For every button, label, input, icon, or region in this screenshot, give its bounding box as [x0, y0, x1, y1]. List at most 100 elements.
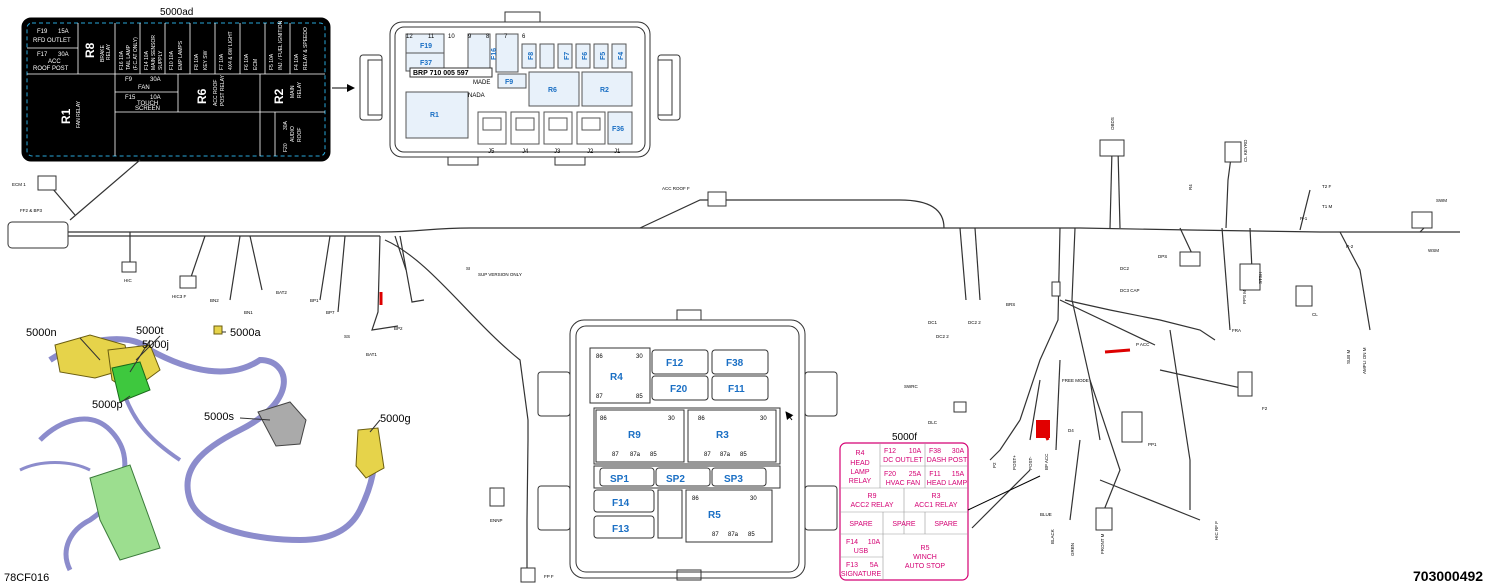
svg-text:T1 M: T1 M: [1322, 204, 1333, 209]
tb-brp: BRP 710 005 597: [413, 70, 469, 77]
lbl-fan: FAN: [138, 85, 150, 91]
svg-text:F38: F38: [929, 448, 941, 455]
lbl-f17-n2: ROOF POST: [33, 66, 69, 72]
svg-text:86: 86: [692, 496, 699, 502]
svg-text:30: 30: [668, 416, 675, 422]
lbl-f9: F9: [125, 77, 133, 83]
tb-f9: F9: [505, 79, 513, 86]
tb-f37: F37: [420, 60, 432, 67]
harness-wires: [51, 149, 1460, 574]
svg-text:HEAD LAMP: HEAD LAMP: [927, 480, 968, 487]
tb-n11: 11: [428, 34, 435, 40]
callout-5000n: 5000n: [26, 327, 57, 339]
lbl-f20-n1: AUDIO: [290, 126, 296, 142]
svg-text:BRS: BRS: [1006, 302, 1015, 307]
svg-text:87a: 87a: [720, 452, 731, 458]
col-3b: EMP LAMPS: [178, 40, 184, 70]
lbl-r6-n1: ACC ROOF: [213, 80, 219, 106]
bottom-box-labels: R4 F12 F20 F38 F11 R9 R3 SP1 SP2 SP3 F14…: [610, 358, 745, 535]
lbl-f20-amp: 30A: [283, 120, 289, 130]
tb-f4: F4: [618, 52, 625, 60]
svg-text:F13: F13: [846, 562, 858, 569]
svg-text:87a: 87a: [630, 452, 641, 458]
svg-text:AUTO STOP: AUTO STOP: [905, 563, 946, 570]
callout-5000j: 5000j: [142, 339, 169, 351]
svg-text:GRBN: GRBN: [1070, 543, 1075, 556]
tb-f16: F16: [491, 48, 498, 60]
svg-text:FREE MODE: FREE MODE: [1062, 378, 1089, 383]
svg-text:FRONT M: FRONT M: [1100, 533, 1105, 554]
legend-pointer: [967, 475, 1041, 511]
tb-f8: F8: [528, 52, 535, 60]
svg-text:30: 30: [636, 354, 643, 360]
svg-text:ACC2 RELAY: ACC2 RELAY: [850, 502, 893, 509]
callout-5000s: 5000s: [204, 411, 234, 423]
svg-text:DLC: DLC: [928, 420, 938, 425]
lbl-r2-n1: MAIN: [290, 85, 296, 98]
col-7a: F5 10A: [269, 53, 275, 70]
col-5a: F7 10A: [219, 53, 225, 70]
svg-text:25A: 25A: [909, 471, 922, 478]
col-5b: 4X4 & 6W LIGHT: [228, 31, 234, 70]
svg-text:RELAY: RELAY: [849, 478, 872, 485]
svg-text:F20: F20: [884, 471, 896, 478]
col-3a: F10 10A: [169, 50, 175, 70]
svg-text:87: 87: [712, 532, 719, 538]
lbl-f20-n2: ROOF: [297, 128, 303, 142]
svg-text:SPARE: SPARE: [892, 521, 916, 528]
lbl-r1-name: FAN RELAY: [76, 100, 82, 128]
bottom-fuse-box: [537, 309, 838, 581]
bb-r3: R3: [716, 430, 729, 441]
svg-text:F14: F14: [846, 539, 858, 546]
svg-text:P ACC: P ACC: [1136, 342, 1150, 347]
svg-text:DC OUTLET: DC OUTLET: [883, 457, 923, 464]
svg-text:SUB M: SUB M: [1346, 349, 1351, 364]
tb-r1: R1: [430, 112, 439, 119]
bb-f38: F38: [726, 358, 744, 369]
svg-text:85: 85: [650, 452, 657, 458]
svg-text:10A: 10A: [909, 448, 922, 455]
top-fuse-box: [359, 11, 681, 166]
tb-nada: NADA: [468, 93, 485, 99]
callout-5000g: 5000g: [380, 413, 411, 425]
bb-f11: F11: [728, 384, 745, 395]
svg-text:85: 85: [748, 532, 755, 538]
svg-text:FP F: FP F: [544, 574, 554, 579]
col-4b: KEY SW: [203, 50, 209, 70]
col-6b: ECM: [253, 59, 259, 70]
svg-text:SWM: SWM: [1436, 198, 1447, 203]
col-7b: INJ. / FUEL IGNITION: [278, 20, 284, 70]
svg-text:OBDS: OBDS: [1110, 117, 1115, 130]
svg-text:10A: 10A: [868, 539, 881, 546]
svg-text:HIC3 F: HIC3 F: [172, 294, 187, 299]
bb-f12: F12: [666, 358, 684, 369]
tb-f36: F36: [612, 126, 624, 133]
lbl-f17: F17: [37, 52, 48, 58]
svg-text:ECM 1: ECM 1: [12, 182, 26, 187]
svg-text:SWRC: SWRC: [904, 384, 918, 389]
lbl-f19-amp: 15A: [58, 29, 69, 35]
fuse-legend-table: 5000f R4 HEAD LAMP RELAY F12 10A DC OUTL…: [839, 432, 969, 581]
svg-text:CL: CL: [1312, 312, 1318, 317]
svg-text:SI: SI: [466, 266, 470, 271]
lbl-f17-n1: ACC: [48, 59, 61, 65]
svg-text:P2: P2: [992, 462, 997, 468]
tb-f7: F7: [564, 52, 571, 60]
svg-text:DC2: DC2: [1120, 266, 1129, 271]
lbl-r8: R8: [83, 42, 97, 58]
svg-text:POST+: POST+: [1012, 455, 1017, 470]
svg-text:BLUE: BLUE: [1040, 512, 1052, 517]
svg-text:FF2 & BP3: FF2 & BP3: [20, 208, 43, 213]
svg-text:HIC: HIC: [124, 278, 133, 283]
svg-text:5A: 5A: [870, 562, 879, 569]
bb-r4: R4: [610, 372, 623, 383]
svg-text:CL KEYRD: CL KEYRD: [1243, 139, 1248, 162]
svg-text:WINCH: WINCH: [913, 554, 937, 561]
svg-text:STSH: STSH: [1258, 272, 1263, 284]
lbl-screen: SCREEN: [135, 106, 160, 112]
lbl-r2: R2: [272, 88, 286, 104]
bb-r5: R5: [708, 510, 721, 521]
svg-text:R9: R9: [868, 493, 877, 500]
svg-text:DC1: DC1: [928, 320, 937, 325]
lbl-f20: F20: [283, 143, 289, 152]
